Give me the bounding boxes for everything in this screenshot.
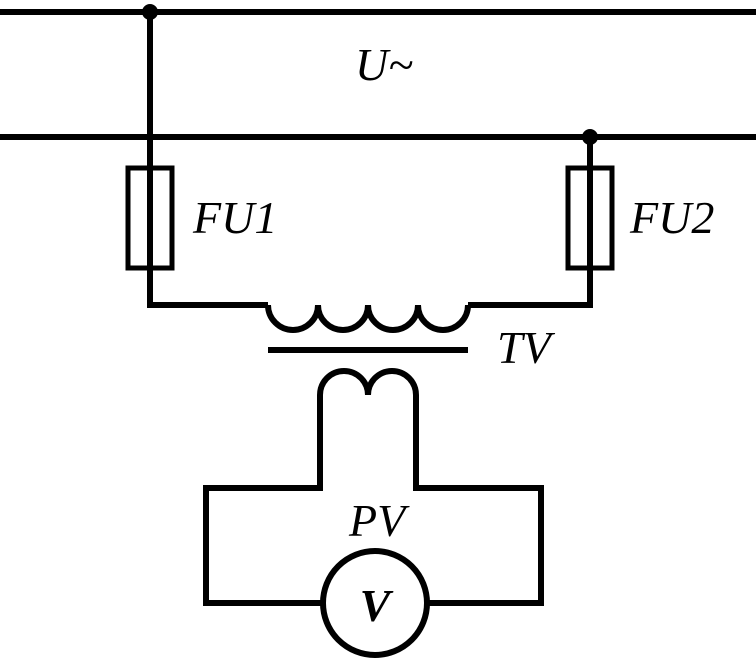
secondary-wire-left bbox=[203, 395, 323, 606]
secondary-wire-right bbox=[413, 395, 544, 606]
fuse1-label: FU1 bbox=[192, 192, 277, 243]
transformer-primary-winding bbox=[265, 304, 471, 333]
fuse2-label: FU2 bbox=[629, 192, 714, 243]
left-branch-wire-lower bbox=[147, 268, 268, 308]
transformer-label: TV bbox=[497, 322, 556, 373]
voltmeter bbox=[320, 548, 430, 658]
voltmeter-symbol: V bbox=[360, 580, 394, 631]
voltage-label: U~ bbox=[355, 39, 413, 90]
right-branch-wire-lower bbox=[468, 268, 593, 308]
voltmeter-label: PV bbox=[348, 495, 410, 546]
transformer-secondary-winding bbox=[317, 368, 419, 396]
